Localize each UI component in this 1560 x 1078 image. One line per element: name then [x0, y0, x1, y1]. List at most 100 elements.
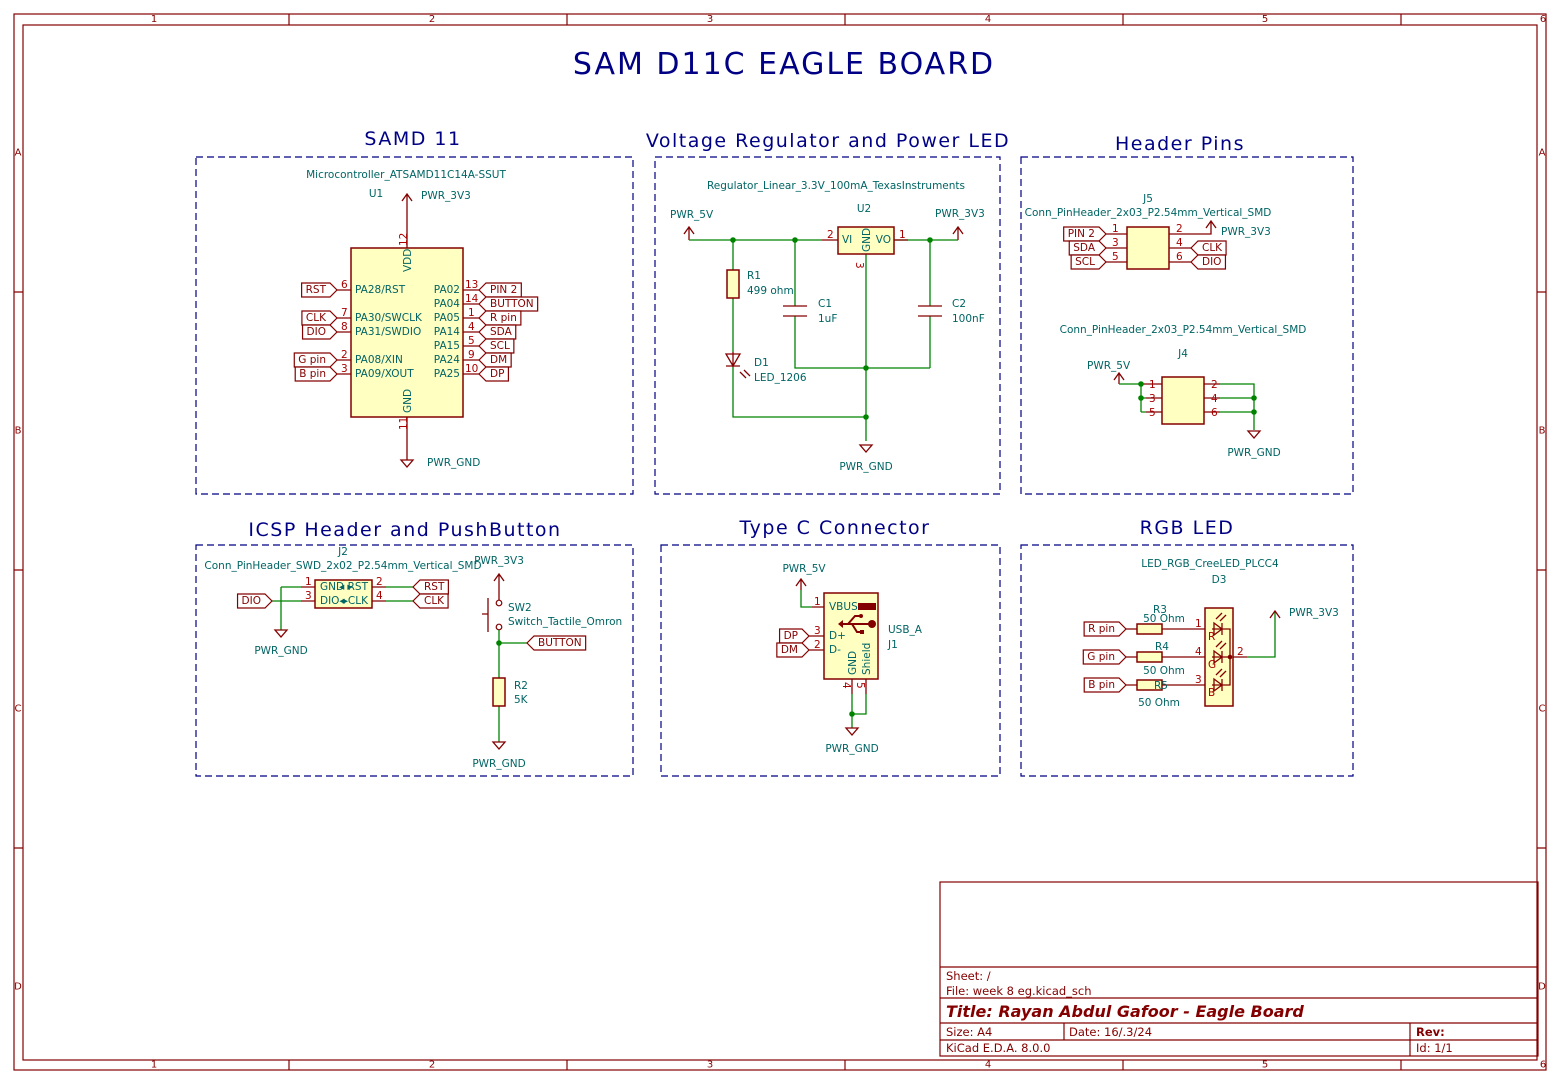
net-label-g-pin[interactable]: G pin [1082, 649, 1127, 665]
pin-number: 3 [1195, 674, 1202, 686]
col-label: 5 [1262, 1060, 1268, 1071]
j5-header[interactable]: J5 Conn_PinHeader_2x03_P2.54mm_Vertical_… [1025, 193, 1272, 270]
pin-name: R [1208, 631, 1215, 643]
pin-number: 6 [1211, 407, 1218, 419]
r5-value: 50 Ohm [1138, 697, 1180, 709]
net-label-rst[interactable]: RST [412, 579, 449, 595]
title-block: Sheet: / File: week 8 eg.kicad_sch Title… [939, 881, 1539, 1057]
r2-ref: R2 [514, 680, 528, 692]
pin-name: VO [876, 234, 891, 246]
net-label-button[interactable]: BUTTON [478, 296, 539, 312]
col-label: 4 [985, 1060, 991, 1071]
row-label: C [1539, 704, 1546, 715]
net-label-button[interactable]: BUTTON [526, 635, 587, 651]
u2-value: Regulator_Linear_3.3V_100mA_TexasInstrum… [707, 180, 965, 192]
r2-value: 5K [514, 694, 529, 706]
section-box-headers [1020, 156, 1354, 495]
sheet-path: Sheet: / [946, 969, 991, 983]
net-label-scl[interactable]: SCL [1070, 254, 1107, 270]
svg-text:RST: RST [306, 284, 327, 296]
section-box-rgb [1020, 544, 1354, 777]
r1-value: 499 ohm [747, 285, 794, 297]
power-arrow-icon [1269, 609, 1281, 619]
svg-text:CLK: CLK [424, 595, 445, 607]
regulator-circuit[interactable]: Regulator_Linear_3.3V_100mA_TexasInstrum… [670, 180, 985, 473]
col-label: 1 [151, 1060, 157, 1071]
net-label-b-pin[interactable]: B pin [294, 366, 338, 382]
j4-value: Conn_PinHeader_2x03_P2.54mm_Vertical_SMD [1060, 324, 1307, 336]
net-label-dio[interactable]: DIO [236, 593, 273, 609]
pin-number: 3 [305, 590, 312, 602]
net-label-scl[interactable]: SCL [478, 338, 515, 354]
net-label-pin2[interactable]: PIN 2 [478, 282, 522, 298]
col-label: 2 [429, 1060, 435, 1071]
pin-number: 2 [376, 576, 383, 588]
row-label: D [1538, 982, 1546, 993]
power-label-gnd: PWR_GND [825, 743, 878, 755]
pin-number: 2 [1211, 379, 1218, 391]
net-label-clk[interactable]: CLK [301, 310, 338, 326]
net-label-dio[interactable]: DIO [301, 324, 338, 340]
revision: Rev: [1416, 1025, 1445, 1039]
net-label-r-pin[interactable]: R pin [1083, 621, 1127, 637]
power-label-5v: PWR_5V [1087, 360, 1131, 372]
net-label-pin2[interactable]: PIN 2 [1063, 226, 1107, 242]
pin-number: 13 [465, 279, 478, 291]
sw2-pushbutton-circuit[interactable]: PWR_3V3 SW2 Switch_Tactile_Omron BUTTON … [472, 555, 622, 770]
net-label-dm[interactable]: DM [776, 642, 810, 658]
j4-header[interactable]: Conn_PinHeader_2x03_P2.54mm_Vertical_SMD… [1060, 324, 1307, 459]
u2-regulator[interactable] [837, 226, 895, 255]
net-label-r-pin[interactable]: R pin [478, 310, 522, 326]
net-label-dio[interactable]: DIO [1190, 254, 1227, 270]
r1-resistor[interactable] [726, 269, 740, 299]
power-label-3v3: PWR_3V3 [935, 208, 985, 220]
pin-name: D- [829, 644, 841, 656]
r3-ref: R3 [1153, 604, 1167, 616]
net-label-g-pin[interactable]: G pin [293, 352, 338, 368]
col-label: 3 [707, 14, 713, 25]
d3-rgb-led-circuit[interactable]: LED_RGB_CreeLED_PLCC4 D3 PWR_3V3 R3 50 O… [1082, 558, 1339, 709]
j4-ref: J4 [1177, 348, 1188, 360]
pin-number: 14 [465, 293, 479, 305]
net-label-b-pin[interactable]: B pin [1083, 677, 1127, 693]
net-label-dp[interactable]: DP [778, 628, 810, 644]
power-label-3v3: PWR_3V3 [1221, 226, 1271, 238]
svg-text:DM: DM [781, 644, 798, 656]
net-label-clk[interactable]: CLK [412, 593, 449, 609]
j1-usb-connector[interactable]: PWR_5V VBUS D+ D- GND Shield 1 3 2 4 5 U… [776, 563, 923, 755]
net-label-sda[interactable]: SDA [1068, 240, 1107, 256]
power-arrow-icon [1113, 371, 1125, 384]
net-label-dm[interactable]: DM [478, 352, 512, 368]
j1-value: USB_A [888, 624, 923, 636]
pin-name: G [1208, 659, 1216, 671]
sheet-date: Date: 16/.3/24 [1069, 1025, 1152, 1039]
r3-resistor[interactable] [1136, 623, 1163, 635]
section-box-icsp [195, 544, 634, 777]
pin-number: 5 [1149, 407, 1156, 419]
file-name: File: week 8 eg.kicad_sch [946, 984, 1092, 998]
net-label-dp[interactable]: DP [478, 366, 510, 382]
r4-ref: R4 [1155, 641, 1169, 653]
net-label-sda[interactable]: SDA [478, 324, 517, 340]
j5-value: Conn_PinHeader_2x03_P2.54mm_Vertical_SMD [1025, 207, 1272, 219]
r4-resistor[interactable] [1136, 651, 1163, 663]
j2-swd-header[interactable]: J2 Conn_PinHeader_SWD_2x02_P2.54mm_Verti… [204, 546, 481, 657]
u1-microcontroller[interactable]: Microcontroller_ATSAMD11C14A-SSUT U1 PWR… [293, 169, 539, 469]
capacitor-icon [783, 305, 942, 317]
pin-name: PA28/RST [355, 284, 406, 296]
pin-name: D+ [829, 630, 846, 642]
row-label: B [1539, 426, 1546, 437]
r5-resistor[interactable] [1136, 679, 1163, 691]
pin-name: GND [861, 228, 873, 252]
pin-number: 10 [465, 363, 478, 375]
pin-number: 1 [814, 596, 821, 608]
pin-name: PA05 [434, 312, 460, 324]
power-label-gnd: PWR_GND [254, 645, 307, 657]
sw2-value: Switch_Tactile_Omron [508, 616, 622, 628]
pin-number: 12 [398, 233, 410, 246]
r2-resistor[interactable] [492, 677, 506, 707]
col-label: 5 [1262, 14, 1268, 25]
net-label-clk[interactable]: CLK [1190, 240, 1227, 256]
sheet-id: Id: 1/1 [1416, 1041, 1453, 1055]
net-label-rst[interactable]: RST [301, 282, 338, 298]
